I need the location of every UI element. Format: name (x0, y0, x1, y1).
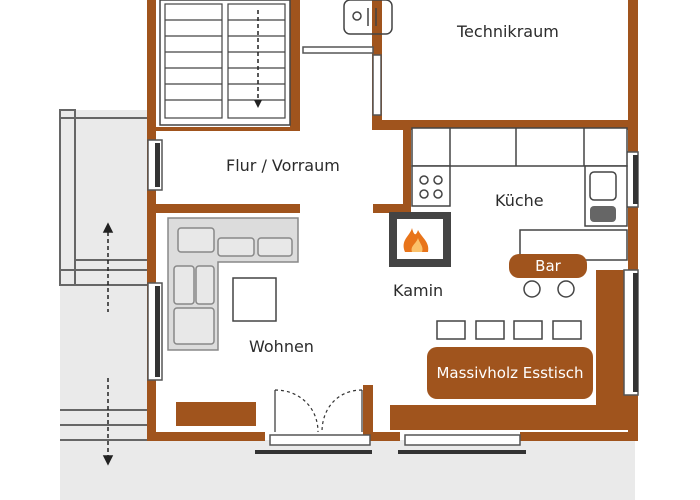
stair-arrow (254, 10, 262, 108)
room-label-wohnen: Wohnen (249, 337, 314, 356)
sofa (167, 217, 299, 351)
window-glass (155, 143, 638, 454)
room-label-kueche: Küche (495, 191, 544, 210)
room-label-technikraum: Technikraum (457, 22, 559, 41)
railing-top (60, 117, 148, 286)
railing-bottom (60, 409, 148, 441)
terrace-left (60, 110, 148, 440)
bar-stools (523, 280, 575, 298)
dining-chairs (436, 320, 582, 340)
sink-icon (343, 0, 393, 35)
arrow-up-down-icon (102, 222, 114, 466)
staircase (159, 0, 291, 126)
coffee-table (232, 277, 277, 322)
terrace-bottom (60, 440, 635, 500)
fire-icon (403, 228, 429, 252)
kitchen-counters (411, 127, 628, 261)
door-frame-top (302, 46, 374, 54)
door-frame-right (372, 54, 382, 116)
room-label-flur: Flur / Vorraum (226, 156, 340, 175)
dining-table-label: Massivholz Esstisch (427, 347, 593, 399)
stove-icon (419, 175, 443, 199)
sideboard (176, 402, 256, 426)
room-label-kamin: Kamin (393, 281, 444, 300)
bar-counter-label: Bar (509, 254, 587, 278)
kitchen-sink (589, 171, 617, 222)
entrance-doors (274, 389, 363, 433)
